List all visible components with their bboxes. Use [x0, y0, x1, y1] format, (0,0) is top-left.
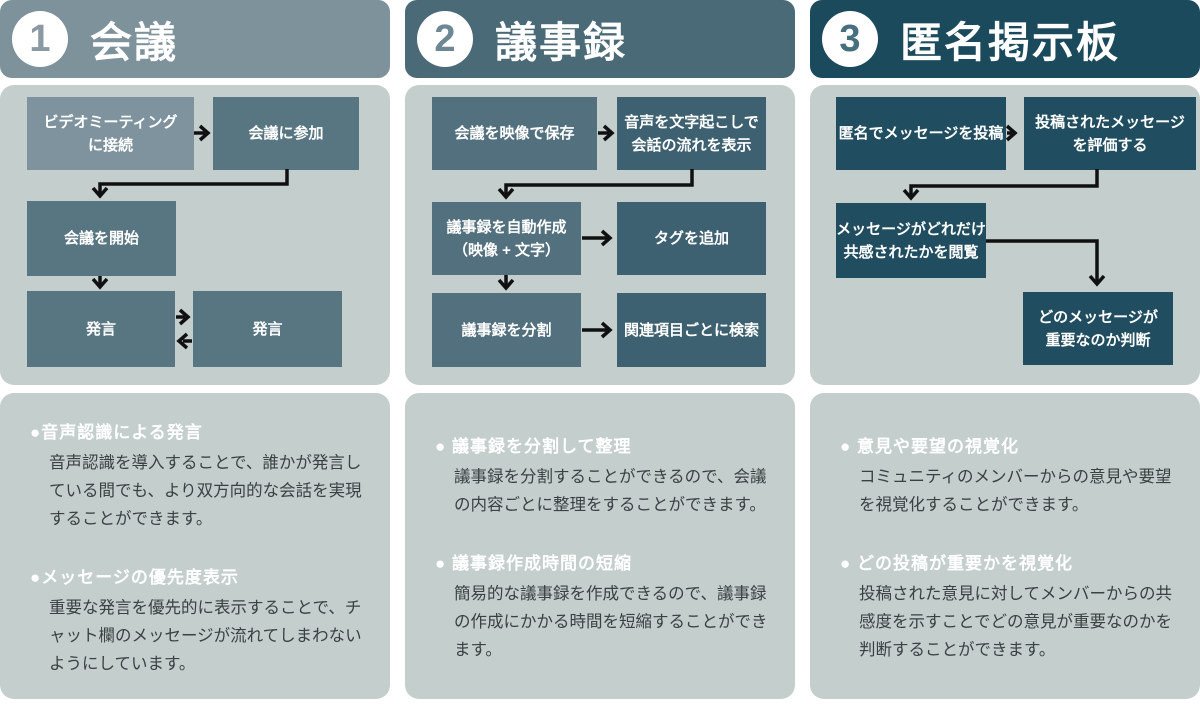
- section-title: 匿名掲示板: [900, 18, 1121, 66]
- flow-step: 発言: [193, 291, 342, 367]
- step-number-badge: 3: [822, 11, 878, 67]
- flowchart-panel-anonymous-board: 匿名でメッセージを投稿 投稿されたメッセージ を評価する メッセージがどれだけ …: [810, 85, 1200, 385]
- flow-step: 議事録を自動作成 （映像 + 文字）: [432, 202, 581, 275]
- feature-body: 簡易的な議事録を作成できるので、議事録の作成にかかる時間を短縮することができます…: [454, 585, 768, 659]
- feature-heading: ● 議事録を分割して整理: [435, 437, 632, 456]
- column-anonymous-board: 3 匿名掲示板 匿名でメッセージを投稿 投稿されたメッセージ を評価する メッセ…: [810, 0, 1200, 704]
- feature-body: 議事録を分割することができるので、会議の内容ごとに整理をすることができます。: [454, 468, 767, 514]
- flow-step: 投稿されたメッセージ を評価する: [1024, 97, 1196, 170]
- description-panel-minutes: ● 議事録を分割して整理 議事録を分割することができるので、会議の内容ごとに整理…: [405, 393, 795, 699]
- feature-note: ● 議事録作成時間の短縮 簡易的な議事録を作成できるので、議事録の作成にかかる時…: [435, 550, 775, 664]
- flow-step: どのメッセージが 重要なのか判断: [1023, 292, 1173, 365]
- feature-note: ● 意見や要望の視覚化 コミュニティのメンバーからの意見や要望を視覚化することが…: [840, 433, 1180, 519]
- feature-note: ●音声認識による発言 音声認識を導入することで、誰かが発言している間でも、より双…: [30, 419, 370, 533]
- feature-body: 音声認識を導入することで、誰かが発言している間でも、より双方向的な会話を実現する…: [49, 454, 362, 528]
- description-panel-anonymous-board: ● 意見や要望の視覚化 コミュニティのメンバーからの意見や要望を視覚化することが…: [810, 393, 1200, 699]
- section-header-minutes: 2 議事録: [405, 0, 795, 78]
- flow-step: ビデオミーティング に接続: [27, 97, 194, 170]
- flowchart-panel-meeting: ビデオミーティング に接続 会議に参加 会議を開始 発言 発言: [0, 85, 390, 385]
- feature-body: 重要な発言を優先的に表示することで、チャット欄のメッセージが流れてしまわないよう…: [49, 599, 362, 673]
- flow-step: 音声を文字起こしで 会話の流れを表示: [617, 97, 766, 170]
- feature-note: ●メッセージの優先度表示 重要な発言を優先的に表示することで、チャット欄のメッセ…: [30, 564, 370, 678]
- step-number: 2: [434, 18, 456, 60]
- step-number: 3: [839, 18, 861, 60]
- feature-body: コミュニティのメンバーからの意見や要望を視覚化することができます。: [859, 468, 1172, 514]
- flow-step: 関連項目ごとに検索: [617, 293, 766, 367]
- feature-note: ● どの投稿が重要かを視覚化 投稿された意見に対してメンバーからの共感度を示すこ…: [840, 550, 1180, 664]
- feature-heading: ● 議事録作成時間の短縮: [435, 554, 632, 573]
- step-number: 1: [29, 18, 51, 60]
- flow-step: 会議を開始: [27, 201, 176, 276]
- feature-heading: ● どの投稿が重要かを視覚化: [840, 554, 1073, 573]
- flowchart-panel-minutes: 会議を映像で保存 音声を文字起こしで 会話の流れを表示 議事録を自動作成 （映像…: [405, 85, 795, 385]
- flow-step: タグを追加: [617, 202, 766, 275]
- feature-heading: ●音声認識による発言: [30, 423, 203, 442]
- column-meeting: 1 会議 ビデオミーティング に接続 会議に参加 会議を開始 発言 発言 ●音声…: [0, 0, 390, 704]
- feature-note: ● 議事録を分割して整理 議事録を分割することができるので、会議の内容ごとに整理…: [435, 433, 775, 519]
- section-header-anonymous-board: 3 匿名掲示板: [810, 0, 1200, 78]
- flow-step: 会議に参加: [213, 97, 359, 170]
- flow-step: メッセージがどれだけ 共感されたかを閲覧: [836, 203, 986, 278]
- section-title: 議事録: [495, 18, 628, 66]
- feature-heading: ● 意見や要望の視覚化: [840, 437, 1019, 456]
- flow-step: 匿名でメッセージを投稿: [836, 97, 1006, 170]
- step-number-badge: 1: [12, 11, 68, 67]
- flow-step: 発言: [27, 291, 175, 367]
- flow-step: 会議を映像で保存: [432, 97, 597, 170]
- section-title: 会議: [90, 18, 179, 66]
- section-header-meeting: 1 会議: [0, 0, 390, 78]
- feature-body: 投稿された意見に対してメンバーからの共感度を示すことでどの意見が重要なのかを判断…: [859, 585, 1173, 659]
- feature-heading: ●メッセージの優先度表示: [30, 568, 239, 587]
- column-minutes: 2 議事録 会議を映像で保存 音声を文字起こしで 会話の流れを表示 議事録を自動…: [405, 0, 795, 704]
- flow-step: 議事録を分割: [432, 293, 581, 367]
- step-number-badge: 2: [417, 11, 473, 67]
- description-panel-meeting: ●音声認識による発言 音声認識を導入することで、誰かが発言している間でも、より双…: [0, 393, 390, 699]
